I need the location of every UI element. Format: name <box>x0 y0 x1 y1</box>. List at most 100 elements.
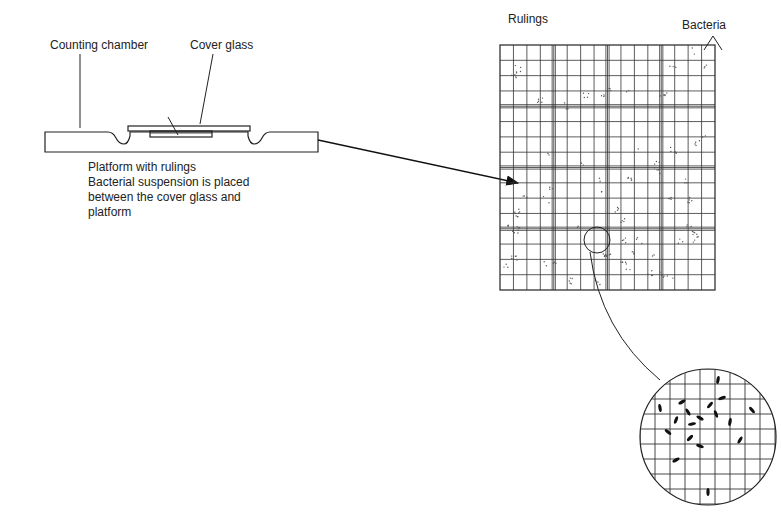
bacterium-dot <box>601 95 602 96</box>
bacterium-dot <box>566 108 567 109</box>
bacterium-dot <box>668 198 669 199</box>
bacterium-rod <box>678 399 687 406</box>
bacterium-dot <box>670 197 671 198</box>
bacterium-dot <box>548 154 549 155</box>
bacterium-dot <box>687 224 688 225</box>
bacterium-dot <box>569 280 570 281</box>
bacterium-dot <box>694 53 695 54</box>
magnified-grid <box>630 360 781 512</box>
bacterium-rod <box>706 488 709 496</box>
bacterium-dot <box>603 253 604 254</box>
part-label: Platform with rulings <box>88 160 196 175</box>
bacterium-dot <box>583 93 584 94</box>
ruling-line <box>630 429 781 430</box>
bacterium-dot <box>670 147 671 148</box>
bacterium-dot <box>517 232 518 233</box>
bacterium-dot <box>669 66 670 67</box>
bacterium-dot <box>606 256 607 257</box>
bacterium-dot <box>548 202 549 203</box>
bacterium-rod <box>716 376 721 384</box>
bacterium-dot <box>689 202 690 203</box>
bacterium-dot <box>581 163 582 164</box>
bacterium-dot <box>625 237 626 238</box>
bacterium-dot <box>516 259 517 260</box>
bacterium-dot <box>618 208 619 209</box>
bacterium-dot <box>520 71 521 72</box>
bacterium-rod <box>673 416 679 425</box>
bacterium-dot <box>652 275 653 276</box>
ruling-line <box>630 459 781 460</box>
bacterium-dot <box>515 65 516 66</box>
bacterium-dot <box>695 145 696 146</box>
bacterium-dot <box>656 161 657 162</box>
bacterium-rod <box>685 408 692 417</box>
bacterium-dot <box>666 92 667 93</box>
bacterium-dot <box>664 94 665 95</box>
ruling-line <box>630 489 781 490</box>
bacterium-dot <box>516 72 517 73</box>
bacterium-dot <box>626 263 627 264</box>
ruling-line <box>500 213 715 214</box>
ruling-line <box>662 45 663 290</box>
bacterium-dot <box>516 71 517 72</box>
bacterium-dot <box>663 276 664 277</box>
bacterium-dot <box>632 251 633 252</box>
ruling-line <box>760 360 761 512</box>
bacterium-dot <box>544 261 545 262</box>
ruling-line <box>500 230 715 231</box>
bacterium-dot <box>686 182 687 183</box>
bacterium-dot <box>583 164 584 165</box>
bacterium-dot <box>629 269 630 270</box>
bacterium-dot <box>622 240 623 241</box>
bacterium-dot <box>526 197 527 198</box>
bacterium-dot <box>537 102 538 103</box>
bacterium-dot <box>517 216 518 217</box>
ruling-line <box>500 244 715 245</box>
bacterium-dot <box>626 269 627 270</box>
bacterium-dot <box>630 178 631 179</box>
bacterium-dot <box>706 64 707 65</box>
bacterium-dot <box>546 265 547 266</box>
bacterium-dot <box>621 220 622 221</box>
bacterium-dot <box>517 216 518 217</box>
ruling-line <box>674 45 675 290</box>
bacterium-dot <box>638 148 639 149</box>
bacterium-dot <box>641 243 642 244</box>
bacterium-dot <box>552 188 553 189</box>
bacterium-rod <box>658 404 663 412</box>
bacterium-dot <box>633 252 634 253</box>
bacterium-dot <box>515 215 516 216</box>
bacterium-dot <box>610 254 611 255</box>
bacterium-dot <box>691 200 692 201</box>
cover-glass <box>128 126 250 131</box>
ruling-line <box>630 414 781 415</box>
ruling-line <box>647 45 648 290</box>
bacterium-dot <box>601 191 602 192</box>
magnify-circle <box>640 369 776 505</box>
bacterium-dot <box>543 196 544 197</box>
bacterium-dot <box>617 210 618 211</box>
bacterium-dot <box>693 241 694 242</box>
bacterium-dot <box>507 267 508 268</box>
ruling-line <box>688 45 689 290</box>
bacterium-dot <box>634 253 635 254</box>
bacterium-dot <box>541 102 542 103</box>
bacterium-dot <box>515 75 516 76</box>
bacterium-dot <box>689 199 690 200</box>
bacterium-rod <box>718 395 727 401</box>
bacterium-dot <box>676 153 677 154</box>
bacterium-dot <box>689 197 690 198</box>
bacterium-dot <box>610 90 611 91</box>
bacterium-dot <box>687 202 688 203</box>
bacterium-dot <box>695 142 696 143</box>
bacterium-dot <box>538 99 539 100</box>
bacterium-dot <box>517 230 518 231</box>
ruling-line <box>609 45 610 290</box>
bacterium-dot <box>628 177 629 178</box>
bacterium-dot <box>578 226 579 227</box>
bacterium-dot <box>617 207 618 208</box>
bacterium-dot <box>656 169 657 170</box>
bacterium-dot <box>652 255 653 256</box>
